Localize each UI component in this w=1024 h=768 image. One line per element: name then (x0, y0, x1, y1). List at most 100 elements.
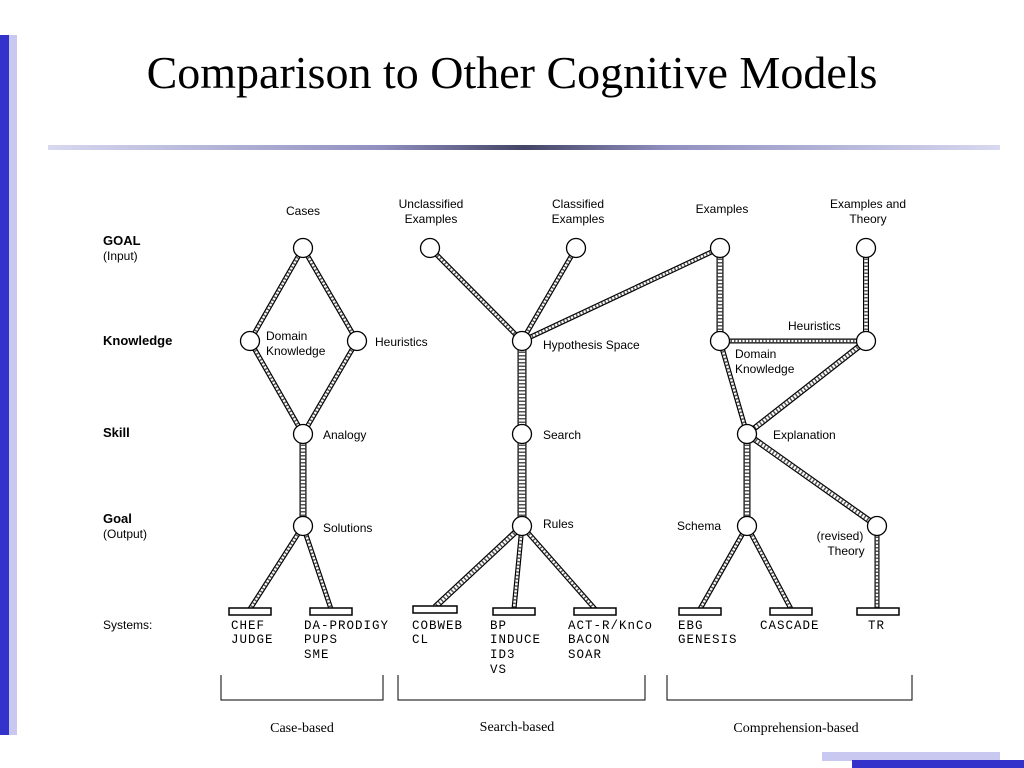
system-bars (228, 605, 900, 616)
label-hypothesis-space: Hypothesis Space (543, 338, 640, 352)
node-schema (736, 515, 758, 537)
node-revised-theory (866, 515, 888, 537)
node-domain-knowledge-comp (709, 330, 731, 352)
bracket-search-based (397, 675, 646, 701)
edge-classified-hypothesis (519, 246, 579, 343)
label-examples: Examples (696, 202, 749, 216)
category-brackets (220, 675, 913, 701)
row-label-goal-input-sub: (Input) (103, 249, 138, 263)
node-heuristics-case (346, 330, 368, 352)
system-chef: CHEF (231, 619, 265, 633)
system-id3: ID3 (490, 648, 516, 662)
edge-domain-analogy (247, 339, 306, 436)
edge-rules-cobweb (432, 523, 525, 610)
row-label-goal-output-sub: (Output) (103, 527, 147, 541)
bracket-comprehension-based (666, 675, 913, 701)
label-unclassified-2: Examples (405, 212, 458, 226)
system-induce: INDUCE (490, 633, 541, 647)
category-comprehension-based: Comprehension-based (733, 721, 858, 736)
label-cases: Cases (286, 204, 320, 218)
label-domain-knowledge-comp-2: Knowledge (735, 362, 795, 376)
category-search-based: Search-based (480, 720, 555, 735)
node-unclassified-examples (419, 237, 441, 259)
title-underline (48, 145, 1000, 150)
edge-cases-domain (247, 246, 306, 343)
row-labels: GOAL (Input) Knowledge Skill Goal (Outpu… (103, 233, 172, 632)
node-domain-knowledge-case (239, 330, 261, 352)
system-sme: SME (304, 648, 330, 662)
label-analogy: Analogy (323, 428, 366, 442)
left-accent-bar-light (9, 35, 17, 735)
label-explanation: Explanation (773, 428, 836, 442)
label-unclassified-1: Unclassified (399, 197, 464, 211)
system-bar-act-r (573, 607, 617, 616)
system-bar-da-prodigy (309, 607, 353, 616)
node-heuristics-comp (855, 330, 877, 352)
node-hypothesis-space (511, 330, 533, 352)
category-case-based: Case-based (270, 721, 334, 736)
row-label-goal-output: Goal (103, 511, 132, 526)
slide-title: Comparison to Other Cognitive Models (146, 47, 878, 98)
system-bar-bp (492, 607, 536, 616)
footer-accent-light (822, 752, 1000, 761)
row-label-skill: Skill (103, 425, 130, 440)
system-bar-cascade (769, 607, 813, 616)
edge-domain-explanation (717, 340, 750, 435)
system-bar-cobweb (412, 605, 458, 614)
label-domain-knowledge-case-1: Domain (266, 329, 307, 343)
system-cascade: CASCADE (760, 619, 820, 633)
edge-rules-bp (511, 525, 525, 610)
edge-examples-hypothesis (520, 245, 722, 344)
row-label-knowledge: Knowledge (103, 333, 172, 348)
node-explanation (736, 423, 758, 445)
system-bp: BP (490, 619, 507, 633)
system-ebg: EBG (678, 619, 704, 633)
node-analogy (292, 423, 314, 445)
system-vs: VS (490, 663, 507, 677)
system-bar-chef (228, 607, 272, 616)
label-examples-and-theory-2: Theory (849, 212, 886, 226)
case-based-labels: Cases Domain Knowledge Heuristics Analog… (231, 204, 428, 736)
label-heuristics-comp: Heuristics (788, 319, 841, 333)
search-based-labels: Unclassified Examples Classified Example… (399, 197, 653, 735)
left-accent-bar (0, 35, 9, 735)
label-examples-and-theory-1: Examples and (830, 197, 906, 211)
system-judge: JUDGE (231, 633, 274, 647)
edge-heuristics-explanation (745, 338, 868, 437)
label-heuristics-case: Heuristics (375, 335, 428, 349)
row-label-systems: Systems: (103, 618, 152, 632)
footer-accent-dark (852, 760, 1024, 768)
edge-heuristics-analogy (300, 339, 360, 436)
label-classified-2: Examples (552, 212, 605, 226)
system-pups: PUPS (304, 633, 338, 647)
label-classified-1: Classified (552, 197, 604, 211)
node-examples-and-theory (855, 237, 877, 259)
comprehension-based-labels: Examples Examples and Theory Heuristics … (677, 197, 906, 736)
system-tr: TR (868, 619, 885, 633)
system-soar: SOAR (568, 648, 602, 662)
edge-rules-act-r (520, 524, 597, 611)
diagram-nodes (239, 237, 888, 537)
system-act-r: ACT-R/KnCo (568, 619, 653, 633)
label-schema: Schema (677, 519, 721, 533)
edge-solutions-chef (247, 524, 306, 611)
label-domain-knowledge-case-2: Knowledge (266, 344, 326, 358)
edge-cases-heuristics (300, 246, 360, 343)
node-rules (511, 515, 533, 537)
edge-solutions-da-prodigy (300, 525, 334, 610)
system-bar-tr (856, 607, 900, 616)
label-search: Search (543, 428, 581, 442)
node-classified-examples (565, 237, 587, 259)
edge-unclassified-hypothesis (428, 246, 524, 343)
edge-schema-cascade (744, 524, 794, 611)
label-domain-knowledge-comp-1: Domain (735, 347, 776, 361)
system-da-prodigy: DA-PRODIGY (304, 619, 389, 633)
label-solutions: Solutions (323, 521, 372, 535)
system-cl: CL (412, 633, 429, 647)
bracket-case-based (220, 675, 384, 701)
label-revised-2: Theory (827, 544, 864, 558)
label-revised-1: (revised) (817, 529, 864, 543)
node-solutions (292, 515, 314, 537)
system-cobweb: COBWEB (412, 619, 463, 633)
node-cases (292, 237, 314, 259)
